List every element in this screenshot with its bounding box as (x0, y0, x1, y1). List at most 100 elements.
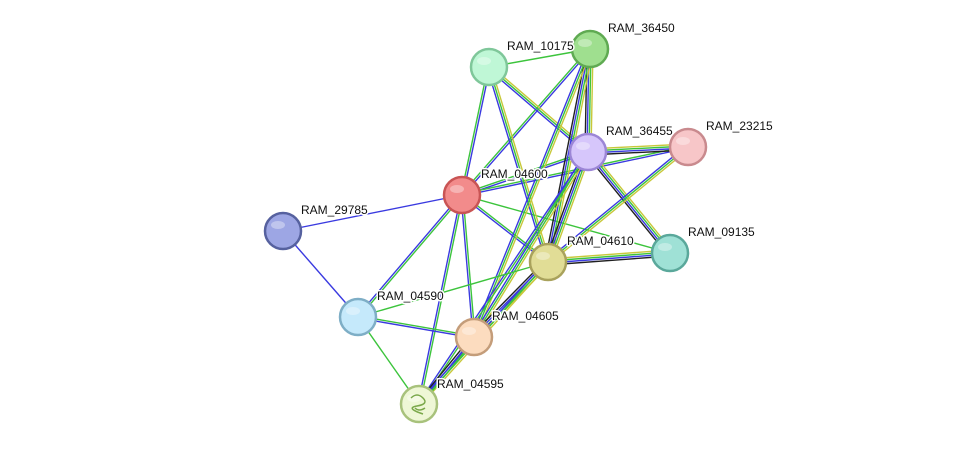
node-circle[interactable] (469, 47, 509, 87)
node-highlight (576, 142, 590, 150)
edge-evidence-line (548, 253, 671, 264)
edge-evidence-line (460, 195, 474, 338)
node-highlight (450, 185, 464, 193)
node-highlight (578, 39, 592, 47)
edge-evidence-line (548, 152, 590, 263)
node-highlight (462, 327, 476, 335)
node-label: RAM_23215 (706, 119, 773, 133)
node-RAM_10175[interactable]: RAM_10175 (469, 38, 576, 87)
node-circle[interactable] (650, 233, 690, 273)
edge-evidence-line (489, 64, 590, 152)
edge-RAM_23215-RAM_04610[interactable] (546, 144, 690, 265)
node-circle[interactable] (442, 175, 482, 215)
edge-RAM_04600-RAM_04590[interactable] (356, 193, 464, 319)
node-label: RAM_10175 (507, 39, 574, 53)
edge-evidence-line (546, 48, 590, 262)
edge-evidence-line (546, 144, 688, 261)
edge-evidence-line (462, 67, 491, 196)
edge-evidence-line (547, 146, 689, 263)
node-circle[interactable] (570, 29, 610, 69)
edge-RAM_36455-RAM_09135[interactable] (585, 149, 673, 256)
edge-RAM_04600-RAM_04605[interactable] (460, 194, 476, 338)
edge-RAM_36455-RAM_04595[interactable] (417, 151, 590, 405)
edge-evidence-line (417, 151, 588, 404)
edge-evidence-line (544, 48, 588, 262)
node-circle[interactable] (399, 384, 439, 424)
node-circle[interactable] (568, 132, 608, 172)
edge-evidence-line (585, 153, 669, 256)
edge-evidence-line (475, 152, 591, 339)
edge-evidence-line (460, 47, 590, 195)
edge-evidence-line (357, 317, 474, 339)
node-RAM_04600[interactable]: RAM_04600 (442, 166, 550, 215)
node-RAM_29785[interactable]: RAM_29785 (263, 202, 370, 251)
node-highlight (536, 252, 550, 260)
node-RAM_04605[interactable]: RAM_04605 (454, 308, 561, 357)
edge-evidence-line (547, 251, 670, 262)
node-highlight (676, 137, 690, 145)
node-RAM_04610[interactable]: RAM_04610 (528, 233, 636, 282)
edge-RAM_04610-RAM_04590[interactable] (357, 261, 549, 318)
node-highlight (658, 243, 672, 251)
node-highlight (407, 394, 421, 402)
node-circle[interactable] (338, 297, 378, 337)
edge-evidence-line (356, 193, 462, 317)
edge-RAM_04600-RAM_09135[interactable] (461, 194, 671, 254)
edge-evidence-line (548, 148, 690, 265)
edge-evidence-line (471, 47, 589, 337)
node-circle[interactable] (263, 211, 303, 251)
node-highlight (346, 307, 360, 315)
node-RAM_36455[interactable]: RAM_36455 (568, 123, 675, 172)
edge-evidence-line (589, 149, 673, 252)
node-RAM_09135[interactable]: RAM_09135 (650, 224, 757, 273)
edge-evidence-line (588, 150, 672, 253)
edge-RAM_04590-RAM_04605[interactable] (357, 315, 475, 339)
node-circle[interactable] (668, 127, 708, 167)
edge-evidence-line (586, 152, 670, 255)
edge-evidence-line (460, 66, 489, 195)
edge-evidence-line (282, 194, 463, 232)
protein-structure-icon (410, 394, 426, 415)
edge-evidence-line (487, 67, 588, 155)
edge-evidence-line (419, 195, 464, 405)
node-label: RAM_36450 (608, 21, 675, 35)
edge-RAM_04600-RAM_36450[interactable] (460, 47, 592, 197)
edge-evidence-line (462, 49, 592, 197)
node-label: RAM_04605 (492, 309, 559, 323)
edge-evidence-line (546, 151, 588, 262)
node-RAM_36450[interactable]: RAM_36450 (570, 20, 677, 69)
node-label: RAM_04590 (377, 289, 444, 303)
edge-evidence-line (461, 194, 671, 254)
edge-RAM_04610-RAM_09135[interactable] (547, 249, 671, 266)
node-circle[interactable] (528, 242, 568, 282)
node-RAM_04590[interactable]: RAM_04590 (338, 288, 446, 337)
edge-evidence-line (358, 315, 475, 337)
node-highlight (477, 57, 491, 65)
edge-RAM_04600-RAM_10175[interactable] (460, 66, 491, 196)
edge-evidence-line (548, 255, 671, 266)
edge-evidence-line (462, 194, 476, 337)
edge-evidence-line (417, 194, 462, 404)
node-label: RAM_04600 (481, 167, 548, 181)
node-highlight (271, 221, 285, 229)
node-label: RAM_04595 (437, 377, 504, 391)
edge-evidence-line (544, 150, 586, 262)
edge-evidence-line (419, 152, 590, 405)
edge-evidence-line (550, 152, 592, 264)
node-label: RAM_36455 (606, 124, 673, 138)
edge-evidence-line (547, 249, 670, 260)
edge-RAM_36455-RAM_04610[interactable] (544, 150, 592, 264)
node-RAM_23215[interactable]: RAM_23215 (668, 118, 775, 167)
node-label: RAM_04610 (567, 234, 634, 248)
edge-RAM_04600-RAM_04595[interactable] (417, 194, 464, 405)
node-label: RAM_09135 (688, 225, 755, 239)
node-RAM_04595[interactable]: RAM_04595 (399, 376, 506, 424)
edge-evidence-line (357, 261, 549, 318)
edge-evidence-line (461, 150, 588, 195)
edge-RAM_04600-RAM_29785[interactable] (282, 194, 463, 232)
edge-evidence-line (358, 195, 464, 319)
node-circle[interactable] (454, 317, 494, 357)
edge-evidence-line (473, 48, 591, 338)
